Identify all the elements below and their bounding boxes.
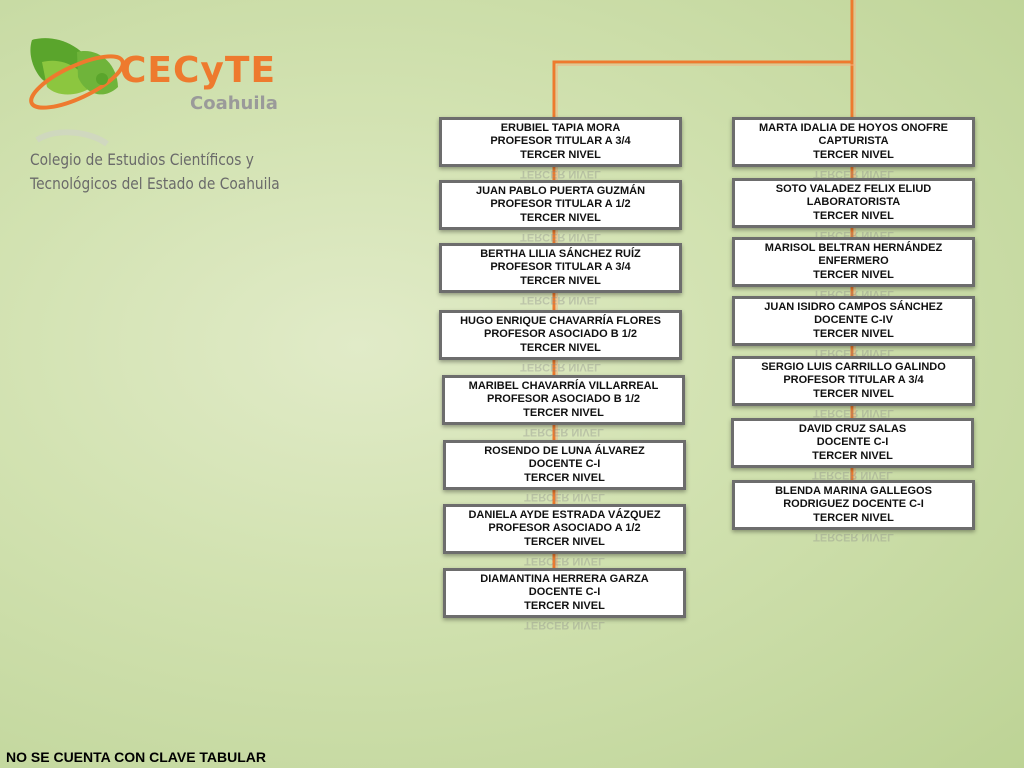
org-node-reflection: TERCER NIVEL [520,294,601,306]
org-node-level: TERCER NIVEL [813,327,894,340]
org-node-level: TERCER NIVEL [524,599,605,612]
org-node-role: PROFESOR TITULAR A 3/4 [490,135,631,148]
org-node-reflection: TERCER NIVEL [524,619,605,631]
org-node-name: DIAMANTINA HERRERA GARZA [480,572,649,585]
org-node-name: DAVID CRUZ SALAS [798,422,907,435]
org-node-level: TERCER NIVEL [520,148,601,161]
org-node-reflection: TERCER NIVEL [813,531,894,543]
org-node-name: DANIELA AYDE ESTRADA VÁZQUEZ [468,508,661,521]
org-node-role: PROFESOR TITULAR A 1/2 [490,198,631,211]
footer-note: NO SE CUENTA CON CLAVE TABULAR [6,749,267,765]
org-node-role: PROFESOR TITULAR A 3/4 [490,261,631,274]
org-node-role: DOCENTE C-IV [814,314,893,327]
org-node-level: TERCER NIVEL [520,274,601,287]
org-node-name: BLENDA MARINA GALLEGOS [775,484,932,497]
org-node-level: TERCER NIVEL [813,268,894,281]
college-name-line-1: Colegio de Estudios Científicos y [30,150,254,169]
org-node-role: ENFERMERO [818,255,889,268]
org-node-level: TERCER NIVEL [813,387,894,400]
org-node-role: LABORATORISTA [806,196,901,209]
org-node-level: TERCER NIVEL [524,535,605,548]
org-node-name: MARIBEL CHAVARRÍA VILLARREAL [468,379,659,392]
org-node-name: MARTA IDALIA DE HOYOS ONOFRE [758,121,949,134]
org-node-reflection: TERCER NIVEL [524,555,605,567]
org-node-name: JUAN PABLO PUERTA GUZMÁN [475,184,646,197]
org-node-reflection: TERCER NIVEL [520,361,601,373]
org-node-reflection: TERCER NIVEL [520,231,601,243]
org-node-role: PROFESOR ASOCIADO A 1/2 [488,522,641,535]
org-node-role: PROFESOR TITULAR A 3/4 [783,374,924,387]
brand-name: CECyTE [120,50,277,91]
org-node-level: TERCER NIVEL [524,471,605,484]
org-node-role: DOCENTE C-I [816,436,889,449]
org-node-level: TERCER NIVEL [813,511,894,524]
org-node-reflection: TERCER NIVEL [523,426,604,438]
org-node-role: PROFESOR ASOCIADO B 1/2 [486,393,640,406]
org-node-name: HUGO ENRIQUE CHAVARRÍA FLORES [460,314,661,327]
org-node-reflection: TERCER NIVEL [520,168,601,180]
org-node-name: SERGIO LUIS CARRILLO GALINDO [761,360,946,373]
college-name-line-2: Tecnológicos del Estado de Coahuila [30,174,280,193]
org-node-role: DOCENTE C-I [528,458,601,471]
brand-region: Coahuila [190,93,278,114]
org-node-level: TERCER NIVEL [523,406,604,419]
org-node-level: TERCER NIVEL [520,341,601,354]
org-node-role: CAPTURISTA [818,135,889,148]
org-node-name: JUAN ISIDRO CAMPOS SÁNCHEZ [764,300,943,313]
org-node-role: PROFESOR ASOCIADO B 1/2 [483,328,637,341]
org-node-level: TERCER NIVEL [813,148,894,161]
org-node-level: TERCER NIVEL [520,211,601,224]
org-node-name: ROSENDO DE LUNA ÁLVAREZ [484,444,645,457]
org-node-role: RODRIGUEZ DOCENTE C-I [783,498,924,511]
org-node-name: MARISOL BELTRAN HERNÁNDEZ [764,241,943,254]
org-node-level: TERCER NIVEL [812,449,893,462]
college-name: Colegio de Estudios Científicos y Tecnol… [30,148,280,196]
org-node-level: TERCER NIVEL [813,209,894,222]
org-node-role: DOCENTE C-I [528,586,601,599]
org-node-name: SOTO VALADEZ FELIX ELIUD [775,182,932,195]
org-node-reflection: TERCER NIVEL [524,491,605,503]
org-node-name: BERTHA LILIA SÁNCHEZ RUÍZ [480,247,641,260]
cecyte-logo-icon [29,38,125,147]
org-node-name: ERUBIEL TAPIA MORA [500,121,621,134]
